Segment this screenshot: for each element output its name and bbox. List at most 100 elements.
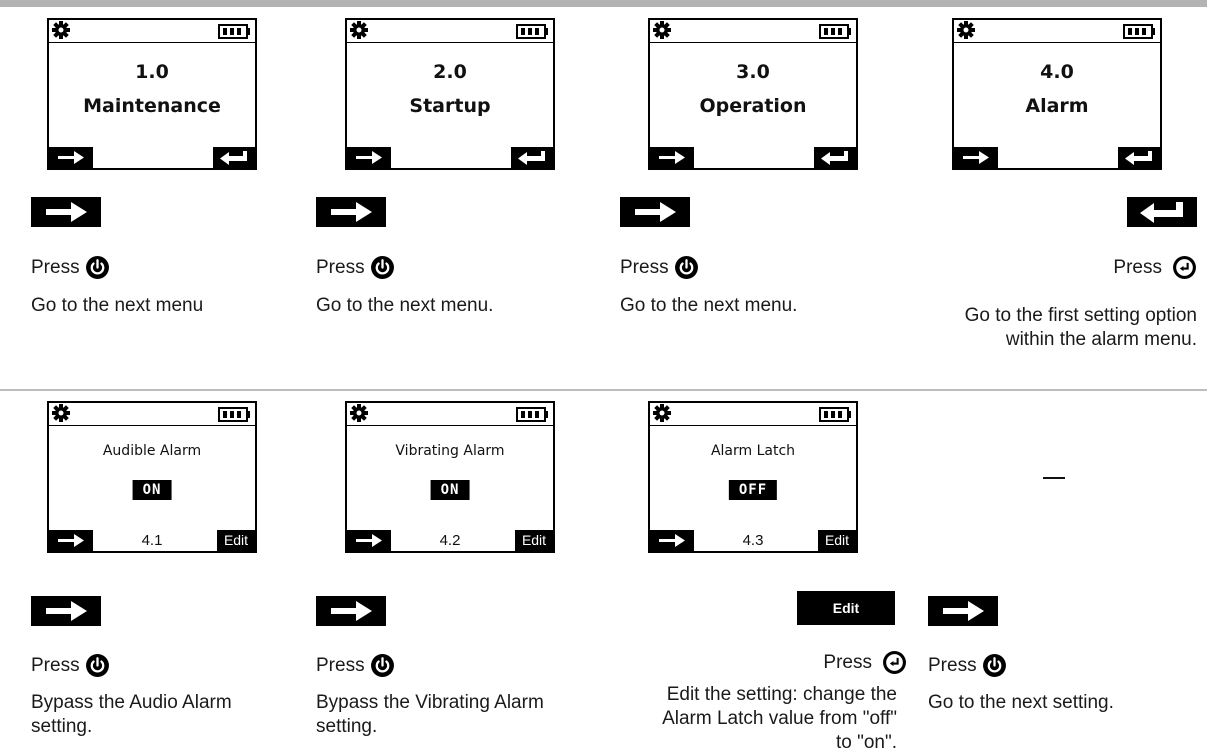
arrow-right-icon — [331, 202, 372, 222]
device-screen-alarm-latch: Alarm Latch OFF 4.3 Edit — [648, 401, 858, 553]
gear-icon — [52, 404, 70, 422]
press-label: Press — [316, 654, 365, 676]
edit-key: Edit — [797, 591, 895, 625]
device-screen-maintenance: 1.0 Maintenance — [47, 18, 257, 170]
device-screen-audible-alarm: Audible Alarm ON 4.1 Edit — [47, 401, 257, 553]
press-label: Press — [823, 651, 872, 673]
step-description: Go to the next menu. — [620, 294, 865, 318]
battery-icon — [218, 24, 250, 39]
softkey-next — [347, 530, 391, 551]
battery-icon — [819, 407, 851, 422]
arrow-right-icon — [58, 151, 84, 164]
device-screen-vibrating-alarm: Vibrating Alarm ON 4.2 Edit — [345, 401, 555, 553]
press-instruction: Press — [620, 255, 699, 280]
softkey-enter — [213, 147, 255, 168]
setting-value: ON — [430, 480, 470, 500]
softkey-enter — [1118, 147, 1160, 168]
softkey-next — [49, 147, 93, 168]
softkey-edit: Edit — [515, 530, 553, 551]
next-key — [31, 596, 101, 626]
description-line: Bypass the Audio Alarm — [31, 692, 232, 713]
arrow-right-icon — [963, 151, 989, 164]
press-instruction: Press — [316, 255, 395, 280]
enter-button-icon — [883, 651, 906, 674]
power-button-icon — [370, 256, 394, 279]
status-divider — [49, 42, 255, 43]
arrow-right-icon — [659, 534, 685, 547]
next-key — [620, 197, 690, 227]
enter-arrow-icon — [1125, 151, 1152, 165]
status-divider — [650, 42, 856, 43]
status-divider — [650, 425, 856, 426]
status-divider — [49, 425, 255, 426]
next-key — [316, 596, 386, 626]
press-instruction: Press — [316, 653, 395, 678]
gear-icon — [350, 404, 368, 422]
menu-number: 2.0 — [433, 61, 467, 83]
description-line: setting. — [316, 716, 378, 737]
enter-arrow-icon — [220, 151, 247, 165]
step-description: Go to the next menu — [31, 294, 276, 318]
arrow-right-icon — [356, 534, 382, 547]
placeholder-dash — [1043, 477, 1065, 479]
description-line: Bypass the Vibrating Alarm — [316, 692, 544, 713]
status-divider — [347, 425, 553, 426]
press-instruction: Press — [31, 653, 110, 678]
step-number: 4.3 — [742, 532, 764, 549]
next-key — [928, 596, 998, 626]
press-label: Press — [31, 654, 80, 676]
step-description: Go to the next setting. — [928, 691, 1198, 715]
description-line: Go to the next menu. — [620, 295, 798, 316]
device-screen-operation: 3.0 Operation — [648, 18, 858, 170]
next-key — [31, 197, 101, 227]
step-number: 4.1 — [141, 532, 163, 549]
battery-icon — [516, 407, 548, 422]
description-line: within the alarm menu. — [1005, 329, 1197, 350]
menu-name: Startup — [409, 95, 491, 117]
description-line: to "on". — [835, 732, 897, 753]
top-rule — [0, 0, 1207, 7]
enter-arrow-icon — [821, 151, 848, 165]
power-button-icon — [982, 654, 1006, 677]
softkey-next — [650, 147, 694, 168]
setting-name: Audible Alarm — [102, 443, 202, 459]
step-number: 4.2 — [439, 532, 461, 549]
arrow-right-icon — [356, 151, 382, 164]
softkey-next — [49, 530, 93, 551]
enter-arrow-icon — [518, 151, 545, 165]
battery-icon — [819, 24, 851, 39]
softkey-enter — [511, 147, 553, 168]
press-instruction: Press — [928, 653, 1007, 678]
arrow-right-icon — [46, 202, 87, 222]
menu-name: Operation — [699, 95, 807, 117]
gear-icon — [957, 21, 975, 39]
enter-key — [1127, 197, 1197, 227]
description-line: Go to the next menu. — [316, 295, 494, 316]
setting-value: OFF — [728, 480, 778, 500]
gear-icon — [653, 404, 671, 422]
next-key — [316, 197, 386, 227]
menu-number: 1.0 — [135, 61, 169, 83]
arrow-right-icon — [943, 601, 984, 621]
gear-icon — [52, 21, 70, 39]
arrow-right-icon — [659, 151, 685, 164]
press-label: Press — [1113, 256, 1162, 278]
menu-name: Maintenance — [83, 95, 221, 117]
status-divider — [347, 42, 553, 43]
battery-icon — [516, 24, 548, 39]
step-description: Bypass the Vibrating Alarm setting. — [316, 691, 561, 739]
softkey-next — [347, 147, 391, 168]
press-label: Press — [316, 256, 365, 278]
description-line: Go to the first setting option — [964, 305, 1197, 326]
enter-arrow-icon — [1140, 202, 1183, 223]
setting-value: ON — [132, 480, 172, 500]
press-label: Press — [620, 256, 669, 278]
menu-number: 4.0 — [1040, 61, 1074, 83]
description-line: Go to the next menu — [31, 295, 204, 316]
arrow-right-icon — [46, 601, 87, 621]
softkey-next — [650, 530, 694, 551]
setting-name: Vibrating Alarm — [395, 443, 505, 459]
press-instruction: Press — [31, 255, 110, 280]
power-button-icon — [85, 256, 109, 279]
softkey-edit: Edit — [217, 530, 255, 551]
